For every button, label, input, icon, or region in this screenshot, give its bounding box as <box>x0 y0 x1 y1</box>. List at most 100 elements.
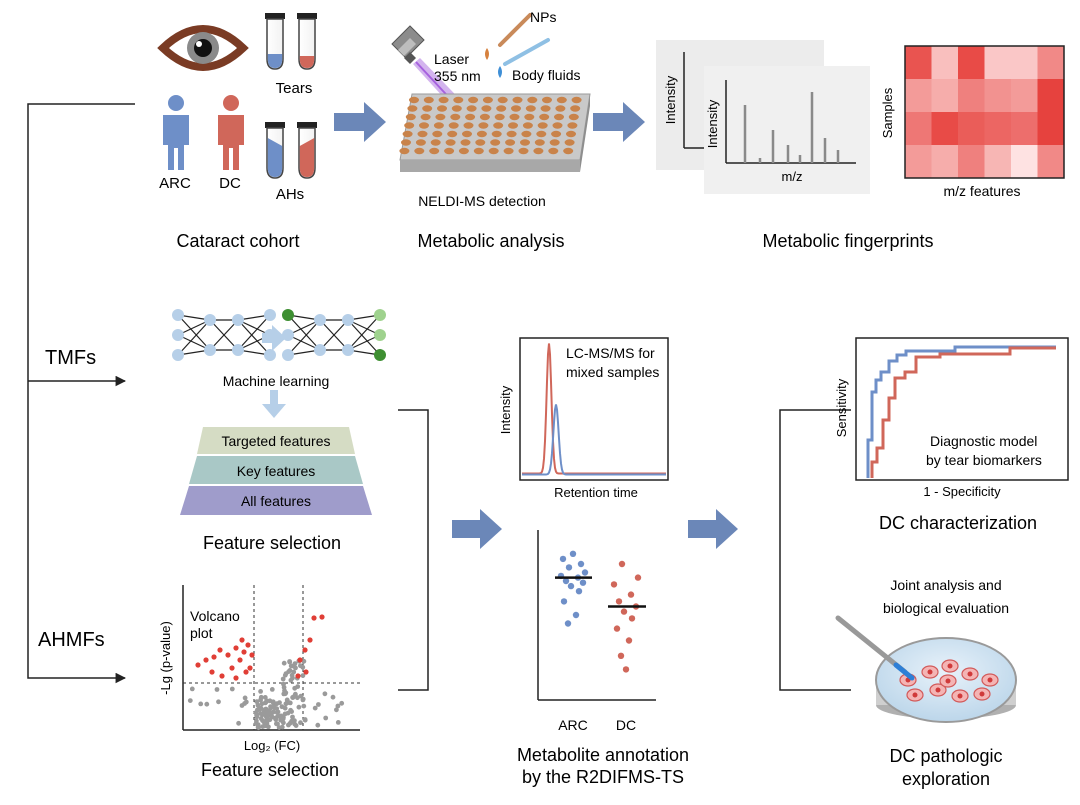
network-node <box>232 344 244 356</box>
plate-well <box>534 139 545 146</box>
volcano-point <box>187 698 193 703</box>
plate-well <box>564 139 575 146</box>
dish-label-2: biological evaluation <box>883 600 1009 616</box>
volcano-point <box>285 710 291 716</box>
volcano-point <box>276 725 282 730</box>
dc-label: DC <box>219 175 241 192</box>
volcano-point <box>264 719 270 725</box>
plate-well <box>522 122 533 129</box>
plate-well <box>563 147 574 155</box>
plate-well <box>433 122 444 129</box>
volcano-point <box>273 715 279 721</box>
plate-well <box>537 122 548 129</box>
plate-well <box>511 105 521 112</box>
plate-well <box>524 113 535 121</box>
plate-well <box>429 147 440 155</box>
tmfs-label: TMFs <box>45 347 96 369</box>
volcano-point-significant <box>237 657 243 663</box>
volcano-point-significant <box>209 669 215 675</box>
volcano-point <box>301 658 307 664</box>
plate-well <box>463 122 474 129</box>
volcano-point <box>189 686 195 692</box>
plate-well <box>527 96 538 104</box>
volcano-point <box>289 672 295 678</box>
volcano-point <box>287 668 293 673</box>
tier-key: Key features <box>237 463 316 479</box>
heatmap-cell <box>1011 145 1038 178</box>
heatmap-cell <box>958 79 985 112</box>
network-node <box>204 344 216 356</box>
volcano-point <box>269 687 275 692</box>
volcano-point <box>214 687 220 692</box>
plate-well <box>482 96 493 104</box>
dish-caption-1: DC pathologic <box>889 746 1002 766</box>
plate-well <box>509 113 520 121</box>
plate-well <box>445 139 456 146</box>
heatmap-cell <box>931 79 958 112</box>
heatmap-xlabel: m/z features <box>943 183 1020 199</box>
plate-well <box>494 113 505 121</box>
heatmap-cell <box>958 112 985 145</box>
heatmap-cell <box>905 145 932 178</box>
volcano-point <box>302 717 308 722</box>
volcano-point <box>267 698 273 704</box>
spectrum-ylabel-front: Intensity <box>705 99 720 148</box>
volcano-point <box>274 721 279 727</box>
volcano-point-significant <box>311 615 317 621</box>
volcano-point <box>290 695 295 700</box>
volcano-point <box>335 720 341 725</box>
roc-xlabel: 1 - Specificity <box>923 484 1001 499</box>
volcano-title-2: plot <box>190 625 213 641</box>
volcano-point <box>292 718 297 723</box>
arc-point <box>565 564 573 571</box>
volcano-point <box>298 720 303 726</box>
volcano-point <box>266 708 271 713</box>
plate-well <box>479 113 490 121</box>
plate-well <box>405 113 416 121</box>
network-node <box>374 349 386 361</box>
network-node <box>282 309 294 321</box>
ahs-label: AHs <box>276 186 304 203</box>
plate-well <box>437 105 447 112</box>
pipette-icon <box>485 13 550 78</box>
dc-point <box>615 598 623 605</box>
arc-point <box>575 588 583 595</box>
network-edge <box>177 319 211 356</box>
volcano-point-significant <box>239 637 245 643</box>
plate-well <box>551 130 562 138</box>
volcano-point <box>284 697 290 703</box>
plate-well <box>556 96 567 104</box>
network-node <box>342 314 354 326</box>
network-edge <box>287 314 321 351</box>
ml-arrow <box>262 325 286 351</box>
lcms-xlabel: Retention time <box>554 485 638 500</box>
ahs-tube-icon <box>265 122 317 179</box>
spectrum-xlabel: m/z <box>782 169 803 184</box>
plate-well <box>414 147 425 155</box>
dc-point <box>618 560 626 568</box>
volcano-point-significant <box>233 675 239 681</box>
volcano-point <box>253 710 259 715</box>
volcano-point-significant <box>219 673 225 679</box>
arc-point <box>559 555 567 563</box>
arc-person-icon <box>163 95 189 170</box>
flow-arrow-1 <box>334 102 386 142</box>
heatmap-cell <box>984 112 1011 145</box>
sample-plate <box>399 93 591 172</box>
dc-point <box>634 574 642 581</box>
nps-label: NPs <box>530 9 556 25</box>
spectrum-card-front <box>704 66 870 194</box>
plate-well <box>448 122 459 129</box>
plate-well <box>435 113 446 121</box>
volcano-point-significant <box>307 637 313 643</box>
network-node <box>374 329 386 341</box>
volcano-point <box>262 723 268 729</box>
arc-point <box>567 582 575 590</box>
arc-label: ARC <box>159 175 191 192</box>
volcano-point-significant <box>319 614 325 620</box>
plate-well <box>566 130 576 138</box>
volcano-point-significant <box>303 669 309 675</box>
cell-nucleus <box>957 693 963 699</box>
heatmap-cell <box>931 112 958 145</box>
cell-nucleus <box>945 678 951 684</box>
